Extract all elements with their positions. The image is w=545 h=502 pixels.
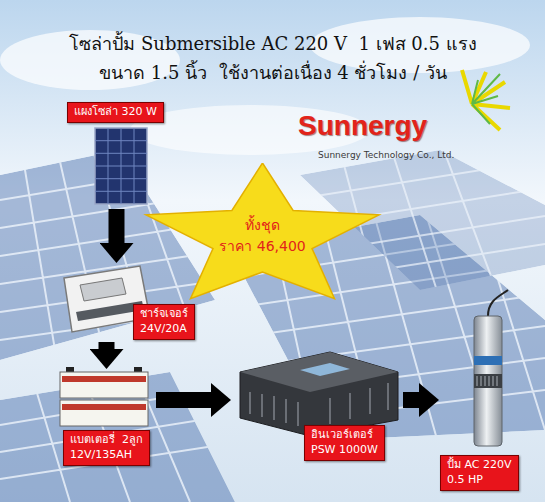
node-detail: PSW 1000W [311,443,378,458]
battery-band [62,404,146,410]
red-label: ชาร์จเจอร์24V/20A [133,304,195,340]
flow-arrow [99,342,115,349]
solar-array-background [0,360,260,502]
inverter-top [240,352,398,392]
red-label: อินเวอร์เตอร์PSW 1000W [304,425,385,461]
price-star: ทั้งชุดราคา 46,400 [140,163,385,303]
node-detail: ราคา 46,400 [219,236,305,257]
panel-cells [95,128,147,204]
red-label: ปั้ม AC 220V0.5 HP [440,455,519,491]
solar-array [0,372,235,502]
component-box: ชาร์จเจอร์24V/20A [58,264,210,341]
component-box: แผงโซล่า 320 W [65,100,168,208]
charger-screen [80,278,126,301]
component-box: แบตเตอรี่ 2ลูก12V/135AH [55,370,155,470]
burst-ray [472,74,500,124]
battery [60,372,148,398]
battery-band [62,376,146,382]
star-shape [146,163,379,299]
pump-cable [488,290,508,316]
company-name: Sunnergy Technology Co., Ltd. [318,150,454,160]
component-box: ปั้ม AC 220V0.5 HP [440,308,525,498]
node-heading: ปั้ม AC 220V [447,458,512,473]
pump-body [474,316,502,446]
star-text-block: ทั้งชุดราคา 46,400 [140,163,385,303]
component-box: อินเวอร์เตอร์PSW 1000W [232,350,402,465]
inverter-picture [240,352,398,436]
node-heading: แบตเตอรี่ 2ลูก [70,433,143,448]
diagram-title: โซล่าปั้ม Submersible AC 220 V 1 เฟส 0.5… [54,30,492,88]
node-detail: 0.5 HP [447,473,512,488]
inverter-body [240,352,398,436]
inverter-fins [250,383,388,426]
node-heading: ชาร์จเจอร์ [140,307,188,322]
red-label: แบตเตอรี่ 2ลูก12V/135AH [63,430,150,466]
solar-panel-picture [95,128,147,204]
solar-panel [95,128,147,204]
node-detail: 24V/20A [140,322,188,337]
pump-picture [474,290,508,446]
red-label: แผงโซล่า 320 W [67,102,164,123]
pump-intake [474,374,502,388]
battery-terminal [134,367,142,372]
logo-wordmark: Sunnergy [298,110,427,142]
flow-arrow [403,392,419,408]
battery-picture [60,367,148,426]
node-heading: แผงโซล่า 320 W [74,105,157,120]
node-detail: 12V/135AH [70,448,143,463]
node-heading: ทั้งชุด [245,215,280,236]
pump-grille [477,376,497,386]
flow-arrow [156,392,211,408]
burst-ray [462,70,510,130]
pump-band [474,356,502,365]
node-heading: อินเวอร์เตอร์ [311,428,378,443]
flow-arrow [109,209,125,243]
logo-burst [462,70,510,130]
battery [60,400,148,426]
inverter-screen [300,363,350,376]
battery-terminal [66,367,74,372]
solar-grid [0,360,260,502]
